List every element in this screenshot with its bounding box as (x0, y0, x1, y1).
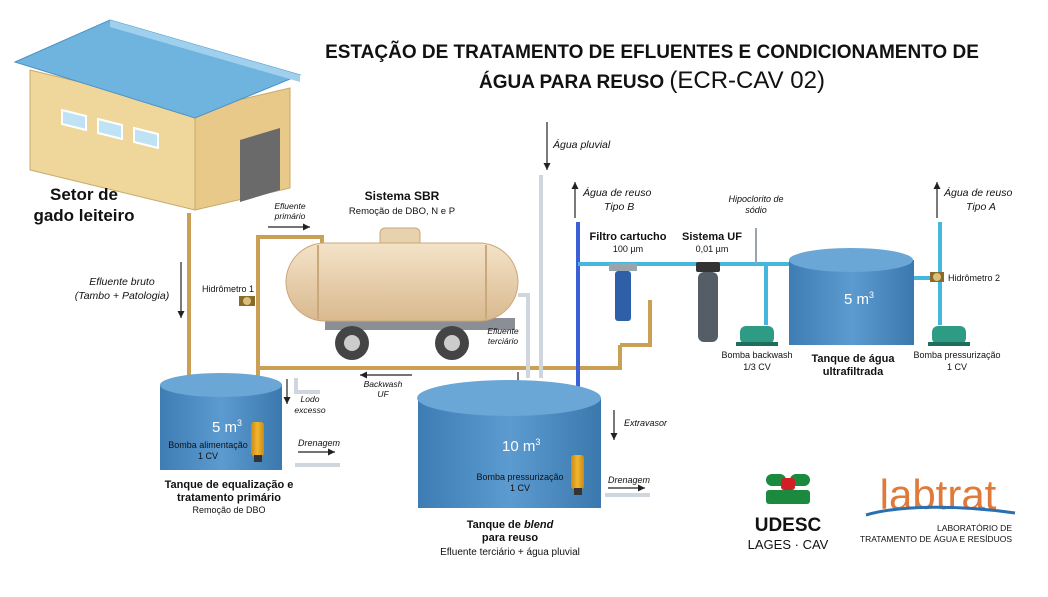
blend-tank-name-line2: para reuso (482, 532, 539, 544)
backwash-uf-line1: Backwash (364, 379, 403, 389)
title-line2: ÁGUA PARA REUSO (ECR-CAV 02) (479, 67, 825, 94)
blend-tank-name-line1-b: blend (524, 519, 554, 531)
uf-water-tank (789, 248, 914, 345)
sbr-subtitle: Remoção de DBO, N e P (349, 206, 455, 217)
hypochlorite-line2: sódio (745, 205, 767, 215)
blend-tank-pump-line1: Bomba pressurização (476, 472, 563, 482)
uf-tank-volume: 5 m3 (844, 290, 874, 308)
eq-tank-name-line3: Remoção de DBO (192, 505, 265, 515)
eq-tank-pump-line2: 1 CV (198, 451, 218, 461)
hydrometer2-icon (930, 272, 944, 282)
raw-effluent-line2: (Tambo + Patologia) (75, 290, 169, 302)
labtrat-line2: TRATAMENTO DE ÁGUA E RESÍDUOS (860, 534, 1012, 544)
pressure-pump-icon (928, 326, 970, 346)
barn-illustration (13, 19, 302, 211)
labtrat-line1: LABORATÓRIO DE (937, 523, 1012, 533)
rainwater-label: Água pluvial (552, 138, 611, 151)
sbr-title: Sistema SBR (365, 189, 440, 203)
udesc-logo-icon (766, 474, 810, 504)
blend-tank (417, 380, 601, 508)
blend-tank-volume-value: 10 m (502, 438, 535, 455)
backwash-pump-icon (736, 326, 778, 346)
reuse-b-line2: Tipo B (604, 201, 634, 213)
tertiary-effluent-line2: terciário (488, 336, 519, 346)
hydrometer1-label: Hidrômetro 1 (202, 284, 254, 294)
labtrat-wave-icon (865, 505, 1016, 517)
labtrat-logo-name: labtrat (880, 471, 997, 518)
backwash-pump-line1: Bomba backwash (721, 350, 792, 360)
uf-tank-volume-value: 5 m (844, 291, 869, 308)
blend-pump-icon (571, 455, 584, 495)
pressure-pump-line1: Bomba pressurização (913, 350, 1000, 360)
uf-system-spec: 0,01 µm (696, 244, 729, 254)
blend-tank-name-line1: Tanque de blend (467, 519, 554, 531)
barn-label-line1: Setor de (50, 185, 118, 204)
reuse-b-line1: Água de reuso (582, 186, 651, 199)
raw-effluent-line1: Efluente bruto (89, 276, 155, 288)
eq-tank-pump-line1: Bomba alimentação (168, 440, 248, 450)
grey-pipes (294, 175, 650, 497)
udesc-logo-sub: LAGES · CAV (748, 537, 829, 552)
sludge-line1: Lodo (301, 394, 320, 404)
backwash-uf-line2: UF (377, 389, 389, 399)
hypochlorite-line1: Hipoclorito de (728, 194, 783, 204)
cartridge-filter-spec: 100 µm (613, 244, 643, 254)
flow-arrows (177, 122, 941, 492)
uf-tank-volume-sup: 3 (869, 290, 874, 300)
blend-tank-name-line1-a: Tanque de (467, 519, 524, 531)
uf-tank-name-line1: Tanque de água (812, 353, 896, 365)
reuse-a-line1: Água de reuso (943, 186, 1012, 199)
title-line2-code: (ECR-CAV 02) (669, 67, 825, 94)
hydrometer1-icon (239, 296, 255, 306)
eq-tank-volume: 5 m3 (212, 418, 242, 436)
reuse-a-line2: Tipo A (966, 201, 996, 213)
pressure-pump-line2: 1 CV (947, 362, 967, 372)
sludge-line2: excesso (294, 405, 325, 415)
eq-tank-name-line1: Tanque de equalização e (165, 479, 294, 491)
blend-tank-volume: 10 m3 (502, 437, 540, 455)
uf-tank-name-line2: ultrafiltrada (823, 366, 884, 378)
overflow-label: Extravasor (624, 418, 668, 428)
eq-tank-name-line2: tratamento primário (177, 492, 281, 504)
feed-pump-icon (251, 422, 264, 462)
blend-tank-drain: Drenagem (608, 475, 651, 485)
cartridge-filter-icon (609, 263, 637, 321)
tertiary-effluent-line1: Efluente (487, 326, 518, 336)
eq-tank-volume-sup: 3 (237, 418, 242, 428)
uf-membrane-icon (696, 262, 720, 342)
blend-tank-name-line3: Efluente terciário + água pluvial (440, 547, 580, 558)
primary-effluent-line2: primário (274, 211, 306, 221)
blend-tank-volume-sup: 3 (535, 437, 540, 447)
backwash-pump-line2: 1/3 CV (743, 362, 771, 372)
primary-effluent-line1: Efluente (274, 201, 305, 211)
title-line1: ESTAÇÃO DE TRATAMENTO DE EFLUENTES E CON… (325, 41, 979, 63)
eq-tank-drain: Drenagem (298, 438, 341, 448)
udesc-logo-name: UDESC (755, 515, 822, 536)
blend-tank-pump-line2: 1 CV (510, 483, 530, 493)
cartridge-filter-title: Filtro cartucho (589, 231, 666, 243)
eq-tank-volume-value: 5 m (212, 419, 237, 436)
title-line2-bold: ÁGUA PARA REUSO (479, 71, 664, 93)
uf-system-title: Sistema UF (682, 231, 742, 243)
hydrometer2-label: Hidrômetro 2 (948, 273, 1000, 283)
barn-label-line2: gado leiteiro (33, 206, 134, 225)
sbr-tank (285, 227, 519, 360)
